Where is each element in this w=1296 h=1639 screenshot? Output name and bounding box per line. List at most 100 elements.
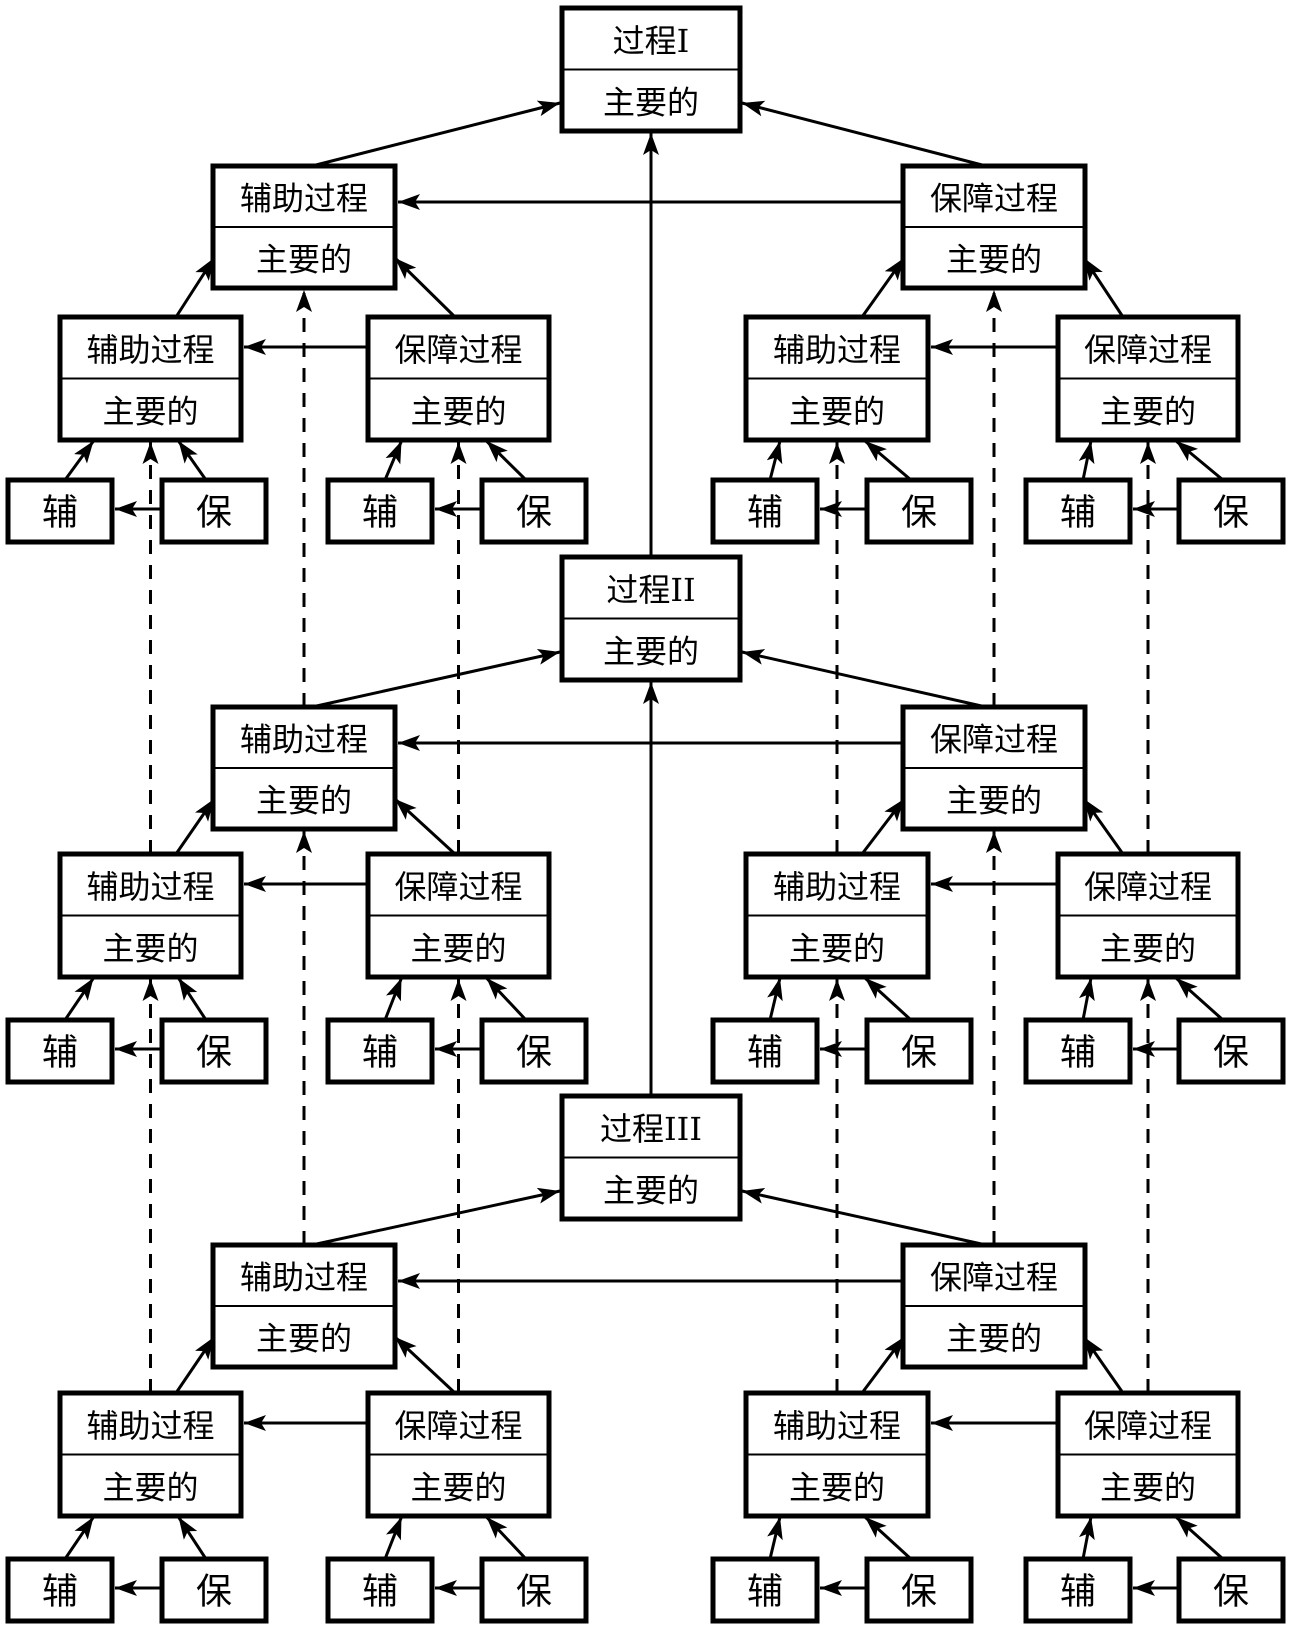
band3-l2-auxiliary-box-main-label: 主要的 — [256, 1320, 352, 1358]
band3-l3-auxiliary-right-box-main-label: 主要的 — [789, 1468, 885, 1506]
band2-l4-auxiliary-5-box-frame — [710, 1017, 820, 1085]
band1-arrow-l4aux2-to-l3 — [383, 440, 403, 481]
band3-l3-support-right-box-main-label: 主要的 — [1100, 1468, 1196, 1506]
band2-process-box-main-label: 主要的 — [603, 632, 699, 670]
band2-l2-support-box-main-label: 主要的 — [946, 782, 1042, 820]
band3-l3-support-left-box-main-label: 主要的 — [410, 1468, 506, 1506]
band2-l4-support-2-box-frame — [159, 1017, 269, 1085]
band2-l4-auxiliary-3-box: 辅 — [325, 1017, 435, 1085]
band1-l4-auxiliary-5-box-frame — [710, 477, 820, 545]
band1-l4-support-4-box-label: 保 — [516, 493, 552, 534]
band3-l3-support-right-box-title: 保障过程 — [1084, 1407, 1212, 1445]
band1-l4-auxiliary-1-box-frame — [5, 477, 115, 545]
band1-l4-auxiliary-3-box-frame — [325, 477, 435, 545]
band3-arrow-l4sup3-to-l3 — [863, 1515, 913, 1561]
band1-arrow-l2aux-to-process — [311, 100, 561, 168]
band1-l3-support-right-box-main-label: 主要的 — [1100, 392, 1196, 430]
band2-l3-auxiliary-left-box-main-label: 主要的 — [102, 929, 198, 967]
band1-l4-support-6-box-label: 保 — [901, 493, 937, 534]
band1-l4-auxiliary-7-box-label: 辅 — [1060, 493, 1096, 534]
band3-arrow-l4aux3-to-l3 — [767, 1516, 783, 1560]
band2-l2-auxiliary-box-main-label: 主要的 — [256, 782, 352, 820]
band1-l2-support-box-title: 保障过程 — [930, 180, 1058, 218]
band3-arrow-l4aux4-to-l3 — [1079, 1516, 1095, 1560]
band3-l4-auxiliary-5-box: 辅 — [710, 1556, 820, 1624]
band2-l4-auxiliary-1-box: 辅 — [5, 1017, 115, 1085]
band2-l3-auxiliary-right-box-main-label: 主要的 — [789, 929, 885, 967]
band2-arrow-l4aux2-to-l3 — [383, 977, 403, 1021]
band2-l3-support-left-box-main-label: 主要的 — [410, 929, 506, 967]
band1-l4-auxiliary-3-box-label: 辅 — [362, 493, 398, 534]
band1-arrow-l4sup1-to-l3 — [177, 440, 208, 481]
band3-l2-support-box-main-label: 主要的 — [946, 1320, 1042, 1358]
band1-arrow-l2sup-to-process — [741, 100, 987, 168]
band1-l4-auxiliary-3-box: 辅 — [325, 477, 435, 545]
band2-arrow-l4sup1-to-l3 — [177, 977, 208, 1021]
band3-l4-auxiliary-7-box-label: 辅 — [1060, 1572, 1096, 1613]
band1-l4-support-2-box-frame — [159, 477, 269, 545]
band2-l4-auxiliary-1-box-frame — [5, 1017, 115, 1085]
band2-l4-auxiliary-1-box-label: 辅 — [42, 1033, 78, 1074]
band1-l4-support-4-box: 保 — [479, 477, 589, 545]
band2-l4-support-6-box: 保 — [864, 1017, 974, 1085]
band1-l4-support-8-box-label: 保 — [1213, 493, 1249, 534]
band3-l2-support-box-title: 保障过程 — [930, 1259, 1058, 1297]
band3-process-box-title: 过程III — [600, 1110, 702, 1148]
band3-l4-auxiliary-7-box-frame — [1023, 1556, 1133, 1624]
band1-l4-auxiliary-1-box: 辅 — [5, 477, 115, 545]
band2-l4-support-8-box-label: 保 — [1213, 1033, 1249, 1074]
band3-l4-auxiliary-5-box-frame — [710, 1556, 820, 1624]
band1-l3-auxiliary-right-box-main-label: 主要的 — [789, 392, 885, 430]
band1-process-box-title: 过程I — [613, 22, 690, 60]
band1-l4-support-2-box-label: 保 — [196, 493, 232, 534]
band1-arrow-l4aux1-to-l3 — [63, 440, 95, 481]
band2-l4-support-6-box-frame — [864, 1017, 974, 1085]
band2-l3-support-right-box-main-label: 主要的 — [1100, 929, 1196, 967]
band1-l2-auxiliary-box-main-label: 主要的 — [256, 241, 352, 279]
band1-l3-auxiliary-right-box-title: 辅助过程 — [773, 331, 901, 369]
band1-l4-auxiliary-1-box-label: 辅 — [42, 493, 78, 534]
band3-l4-auxiliary-3-box-label: 辅 — [362, 1572, 398, 1613]
band1-l4-auxiliary-7-box-frame — [1023, 477, 1133, 545]
band3-l3-auxiliary-left-box-title: 辅助过程 — [86, 1407, 214, 1445]
band1-arrow-l3supL-to-l2aux — [393, 256, 457, 319]
band3-l4-support-8-box: 保 — [1176, 1556, 1286, 1624]
band2-l2-auxiliary-box-title: 辅助过程 — [240, 721, 368, 759]
band3-arrow-l2aux-to-process — [311, 1187, 561, 1247]
band1-l4-auxiliary-7-box: 辅 — [1023, 477, 1133, 545]
band2-l4-auxiliary-7-box-label: 辅 — [1060, 1033, 1096, 1074]
band2-arrow-l4aux1-to-l3 — [63, 977, 95, 1021]
band3-l4-auxiliary-3-box: 辅 — [325, 1556, 435, 1624]
band2-l4-support-8-box-frame — [1176, 1017, 1286, 1085]
band3-l4-auxiliary-5-box-label: 辅 — [747, 1572, 783, 1613]
band3-l4-support-4-box: 保 — [479, 1556, 589, 1624]
band1-arrow-l3auxR-to-l2sup — [860, 257, 906, 318]
band2-l4-auxiliary-5-box: 辅 — [710, 1017, 820, 1085]
band1-arrow-l4aux3-to-l3 — [766, 440, 783, 481]
band2-l4-auxiliary-7-box-frame — [1023, 1017, 1133, 1085]
band2-arrow-l4aux4-to-l3 — [1079, 977, 1095, 1021]
band3-l3-auxiliary-left-box-main-label: 主要的 — [102, 1468, 198, 1506]
band2-l3-auxiliary-left-box-title: 辅助过程 — [86, 868, 214, 906]
band3-l4-support-4-box-frame — [479, 1556, 589, 1624]
band2-l3-support-left-box-title: 保障过程 — [394, 868, 522, 906]
band3-arrow-l4sup1-to-l3 — [177, 1516, 208, 1560]
band2-arrow-l4aux3-to-l3 — [767, 977, 783, 1021]
band2-arrow-l4sup4-to-l3 — [1175, 976, 1224, 1022]
band2-l4-support-8-box: 保 — [1176, 1017, 1286, 1085]
band3-l4-support-6-box: 保 — [864, 1556, 974, 1624]
band1-l4-auxiliary-5-box-label: 辅 — [747, 493, 783, 534]
